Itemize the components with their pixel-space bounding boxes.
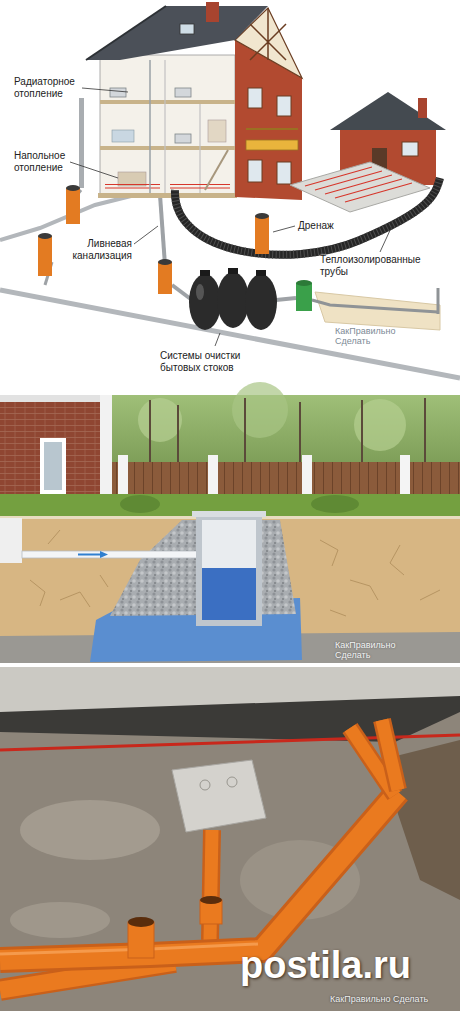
callout-label: Ливневая канализация: [60, 238, 132, 261]
callout-label: Теплоизолированные трубы: [320, 254, 432, 277]
panel-drain-well: [0, 382, 460, 663]
callout-label: Дренаж: [298, 220, 334, 232]
callout-label: Системы очистки бытовых стоков: [160, 350, 260, 373]
watermark: КакПравильно Сделать: [330, 994, 428, 1004]
panel-pipe-photo: [0, 667, 460, 1011]
panel-house-scheme: [0, 0, 460, 391]
callout-label: Радиаторное отопление: [14, 76, 94, 99]
callout-label: Напольное отопление: [14, 150, 84, 173]
watermark: postila.ru: [240, 944, 411, 988]
watermark: КакПравильно Сделать: [335, 326, 405, 347]
watermark: КакПравильно Сделать: [335, 640, 405, 661]
